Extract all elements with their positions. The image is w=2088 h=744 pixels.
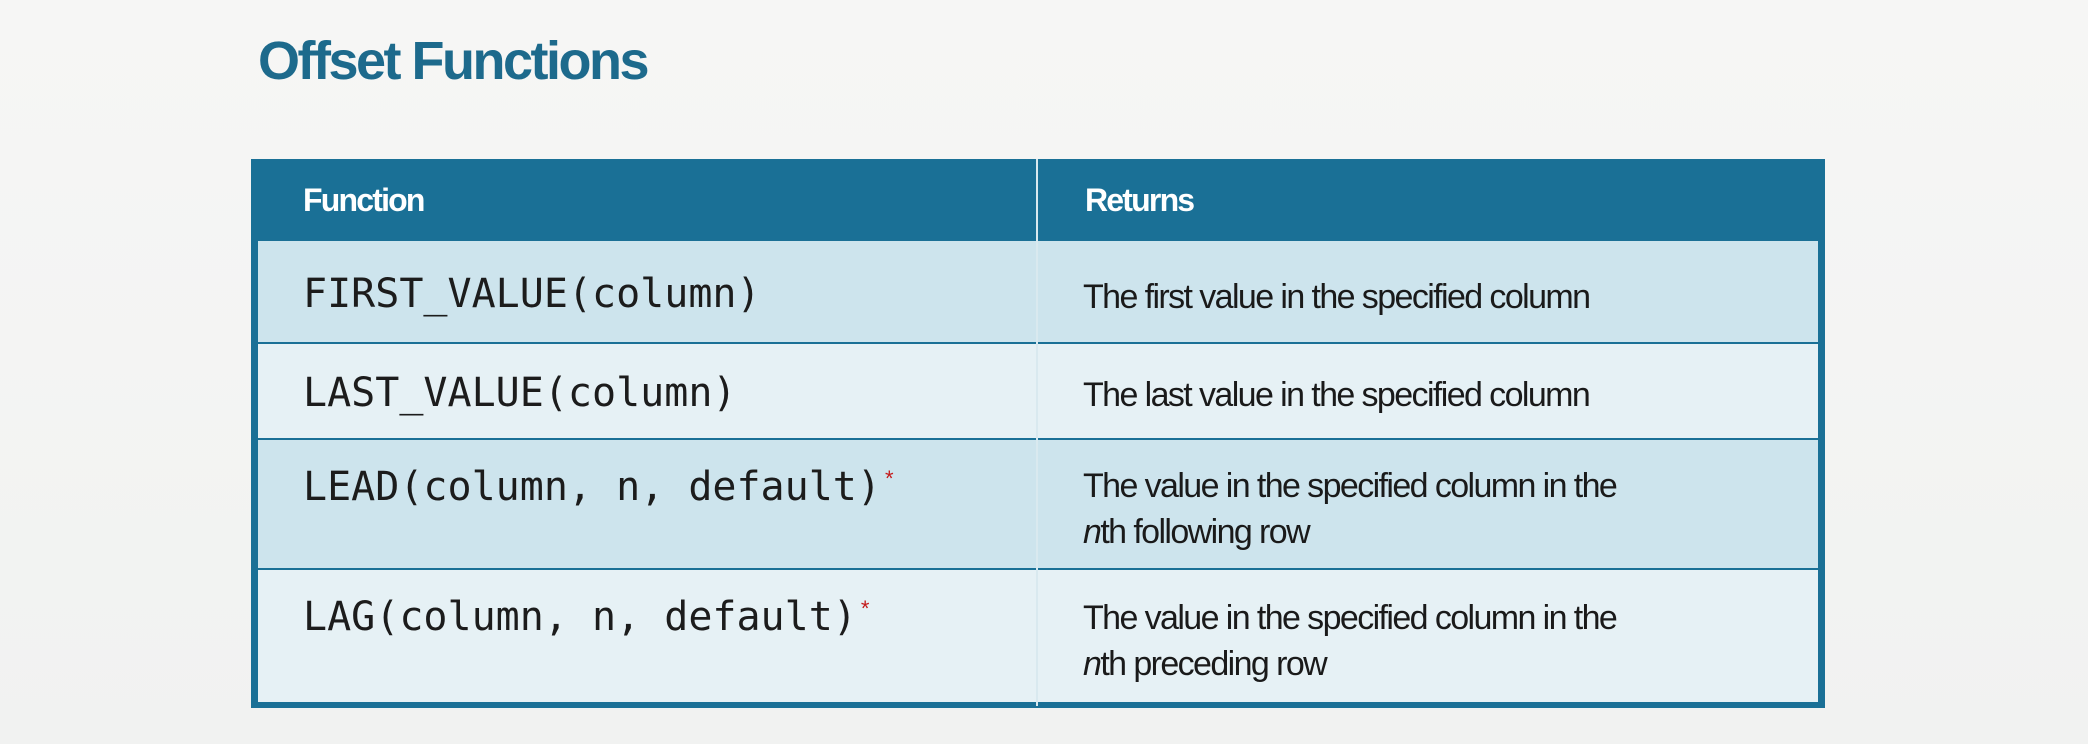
header-function: Function (303, 182, 425, 218)
returns-cell: The value in the specified column in the… (1038, 570, 1818, 702)
returns-description: The last value in the specified column (1083, 376, 1591, 414)
returns-cell: The value in the specified column in the… (1038, 440, 1818, 568)
table-row: LEAD(column, n, default)* The value in t… (258, 440, 1818, 568)
function-name: LAST_VALUE(column) (303, 370, 737, 416)
table-row: LAG(column, n, default)* The value in th… (258, 570, 1818, 702)
column-divider (1036, 159, 1038, 706)
header-returns: Returns (1085, 182, 1195, 218)
footnote-asterisk: * (860, 595, 870, 621)
function-name: LAG(column, n, default)* (303, 594, 870, 640)
returns-description: The value in the specified column in the… (1083, 467, 1618, 551)
function-cell: FIRST_VALUE(column) (258, 241, 1036, 342)
returns-description: The first value in the specified column (1083, 278, 1591, 316)
table-row: FIRST_VALUE(column) The first value in t… (258, 241, 1818, 342)
slide-title: Offset Functions (258, 31, 650, 91)
function-cell: LEAD(column, n, default)* (258, 440, 1036, 568)
returns-cell: The last value in the specified column (1038, 344, 1818, 438)
table-row: LAST_VALUE(column) The last value in the… (258, 344, 1818, 438)
function-name: LEAD(column, n, default)* (303, 464, 894, 510)
returns-cell: The first value in the specified column (1038, 241, 1818, 342)
footnote-asterisk: * (884, 465, 894, 491)
function-cell: LAG(column, n, default)* (258, 570, 1036, 702)
returns-description: The value in the specified column in the… (1083, 599, 1618, 683)
function-cell: LAST_VALUE(column) (258, 344, 1036, 438)
function-name: FIRST_VALUE(column) (303, 271, 761, 317)
